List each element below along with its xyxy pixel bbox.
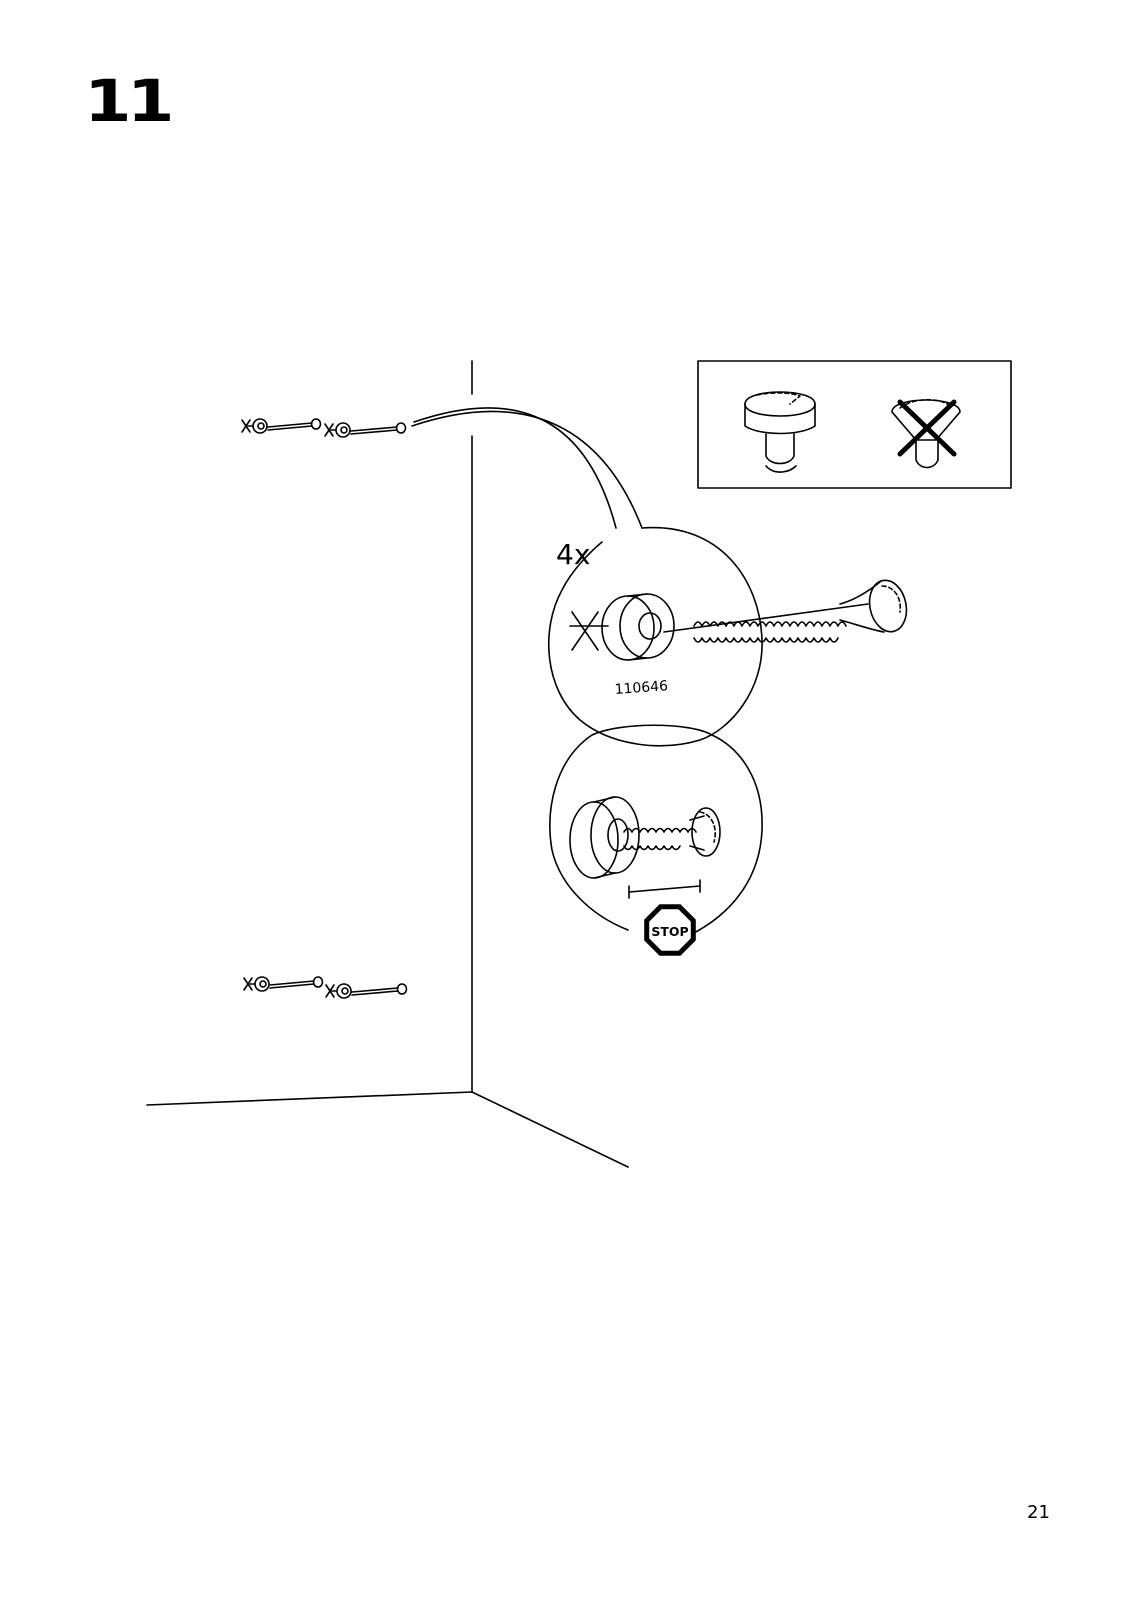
callout-pointer: [412, 408, 642, 528]
screw-head-incorrect-icon: [892, 400, 960, 468]
part-number-label: 110646: [614, 678, 669, 698]
screw-head-correct-icon: [745, 392, 815, 472]
screw-set-bottom-right: [326, 984, 407, 998]
detail-circle-stop-depth: [550, 725, 762, 935]
wall-corner: [147, 361, 628, 1167]
page-number: 21: [1027, 1504, 1050, 1522]
screw-set-bottom-left: [244, 977, 323, 991]
screw-set-top-left: [242, 419, 321, 433]
stop-label: STOP: [651, 924, 688, 939]
screw-set-top-right: [325, 423, 406, 437]
detail-circle-spacer-screw: [549, 528, 911, 746]
quantity-label: 4x: [556, 538, 590, 571]
